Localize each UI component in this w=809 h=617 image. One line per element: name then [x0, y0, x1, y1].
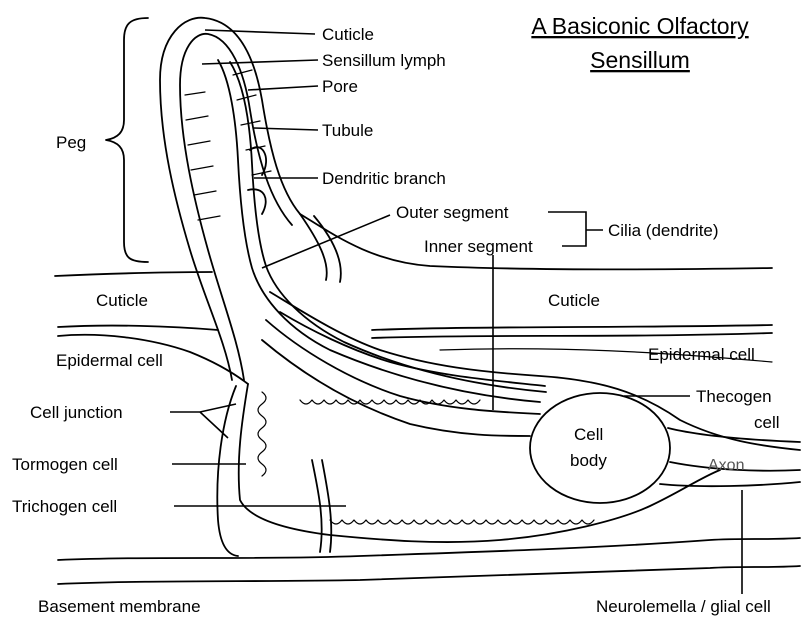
cuticle-inner-left [58, 326, 218, 330]
label-cilia: Cilia (dendrite) [608, 221, 719, 240]
label-dendritic-branch: Dendritic branch [322, 169, 446, 188]
label-inner-segment: Inner segment [424, 237, 533, 256]
label-epidermal-cell-left: Epidermal cell [56, 351, 163, 370]
label-epidermal-cell-right: Epidermal cell [648, 345, 755, 364]
dendrite-core-inner [230, 62, 546, 392]
label-cuticle-left: Cuticle [96, 291, 148, 310]
epidermal-membrane-right [372, 333, 772, 338]
cuticle-inner-right [372, 325, 772, 330]
axon-fiber-bottom [660, 482, 800, 486]
label-thecogen-cell-1: Thecogen [696, 387, 772, 406]
tormogen-cell-outline [217, 386, 238, 556]
cuticle-surface-left [55, 272, 212, 276]
peg-pore-row [185, 70, 271, 220]
label-cuticle-right: Cuticle [548, 291, 600, 310]
cell-body-outline [530, 393, 670, 503]
label-neurolemella: Neurolemella / glial cell [596, 597, 771, 616]
label-outer-segment: Outer segment [396, 203, 509, 222]
label-basement-membrane: Basement membrane [38, 597, 201, 616]
diagram-drawing [55, 18, 800, 584]
dendrite-core [218, 60, 540, 402]
label-pore: Pore [322, 77, 358, 96]
leader-cuticle-top [205, 30, 315, 34]
label-cuticle-top: Cuticle [322, 25, 374, 44]
label-tormogen-cell: Tormogen cell [12, 455, 118, 474]
cilia-tube-3 [266, 320, 540, 414]
basement-membrane-bottom [58, 566, 800, 584]
socket-tube [300, 214, 341, 282]
leader-cilia-bracket [548, 212, 603, 246]
title-line-2: Sensillum [590, 47, 690, 73]
leader-lines [170, 30, 742, 594]
leader-tubule [254, 128, 318, 130]
trichogen-wavy-edge [258, 392, 594, 524]
label-axon: Axon [708, 457, 744, 474]
label-cell-body-1: Cell [574, 425, 603, 444]
leader-outer-segment [262, 215, 390, 268]
label-peg: Peg [56, 133, 86, 152]
label-cell-junction: Cell junction [30, 403, 123, 422]
title-line-1: A Basiconic Olfactory [531, 13, 749, 39]
dendritic-branch [248, 147, 266, 214]
label-sensillum-lymph: Sensillum lymph [322, 51, 446, 70]
diagram-labels: A Basiconic Olfactory Sensillum Cuticle … [12, 13, 780, 616]
label-trichogen-cell: Trichogen cell [12, 497, 117, 516]
label-cell-body-2: body [570, 451, 607, 470]
label-thecogen-cell-2: cell [754, 413, 780, 432]
peg-brace [106, 18, 148, 262]
label-tubule: Tubule [322, 121, 373, 140]
